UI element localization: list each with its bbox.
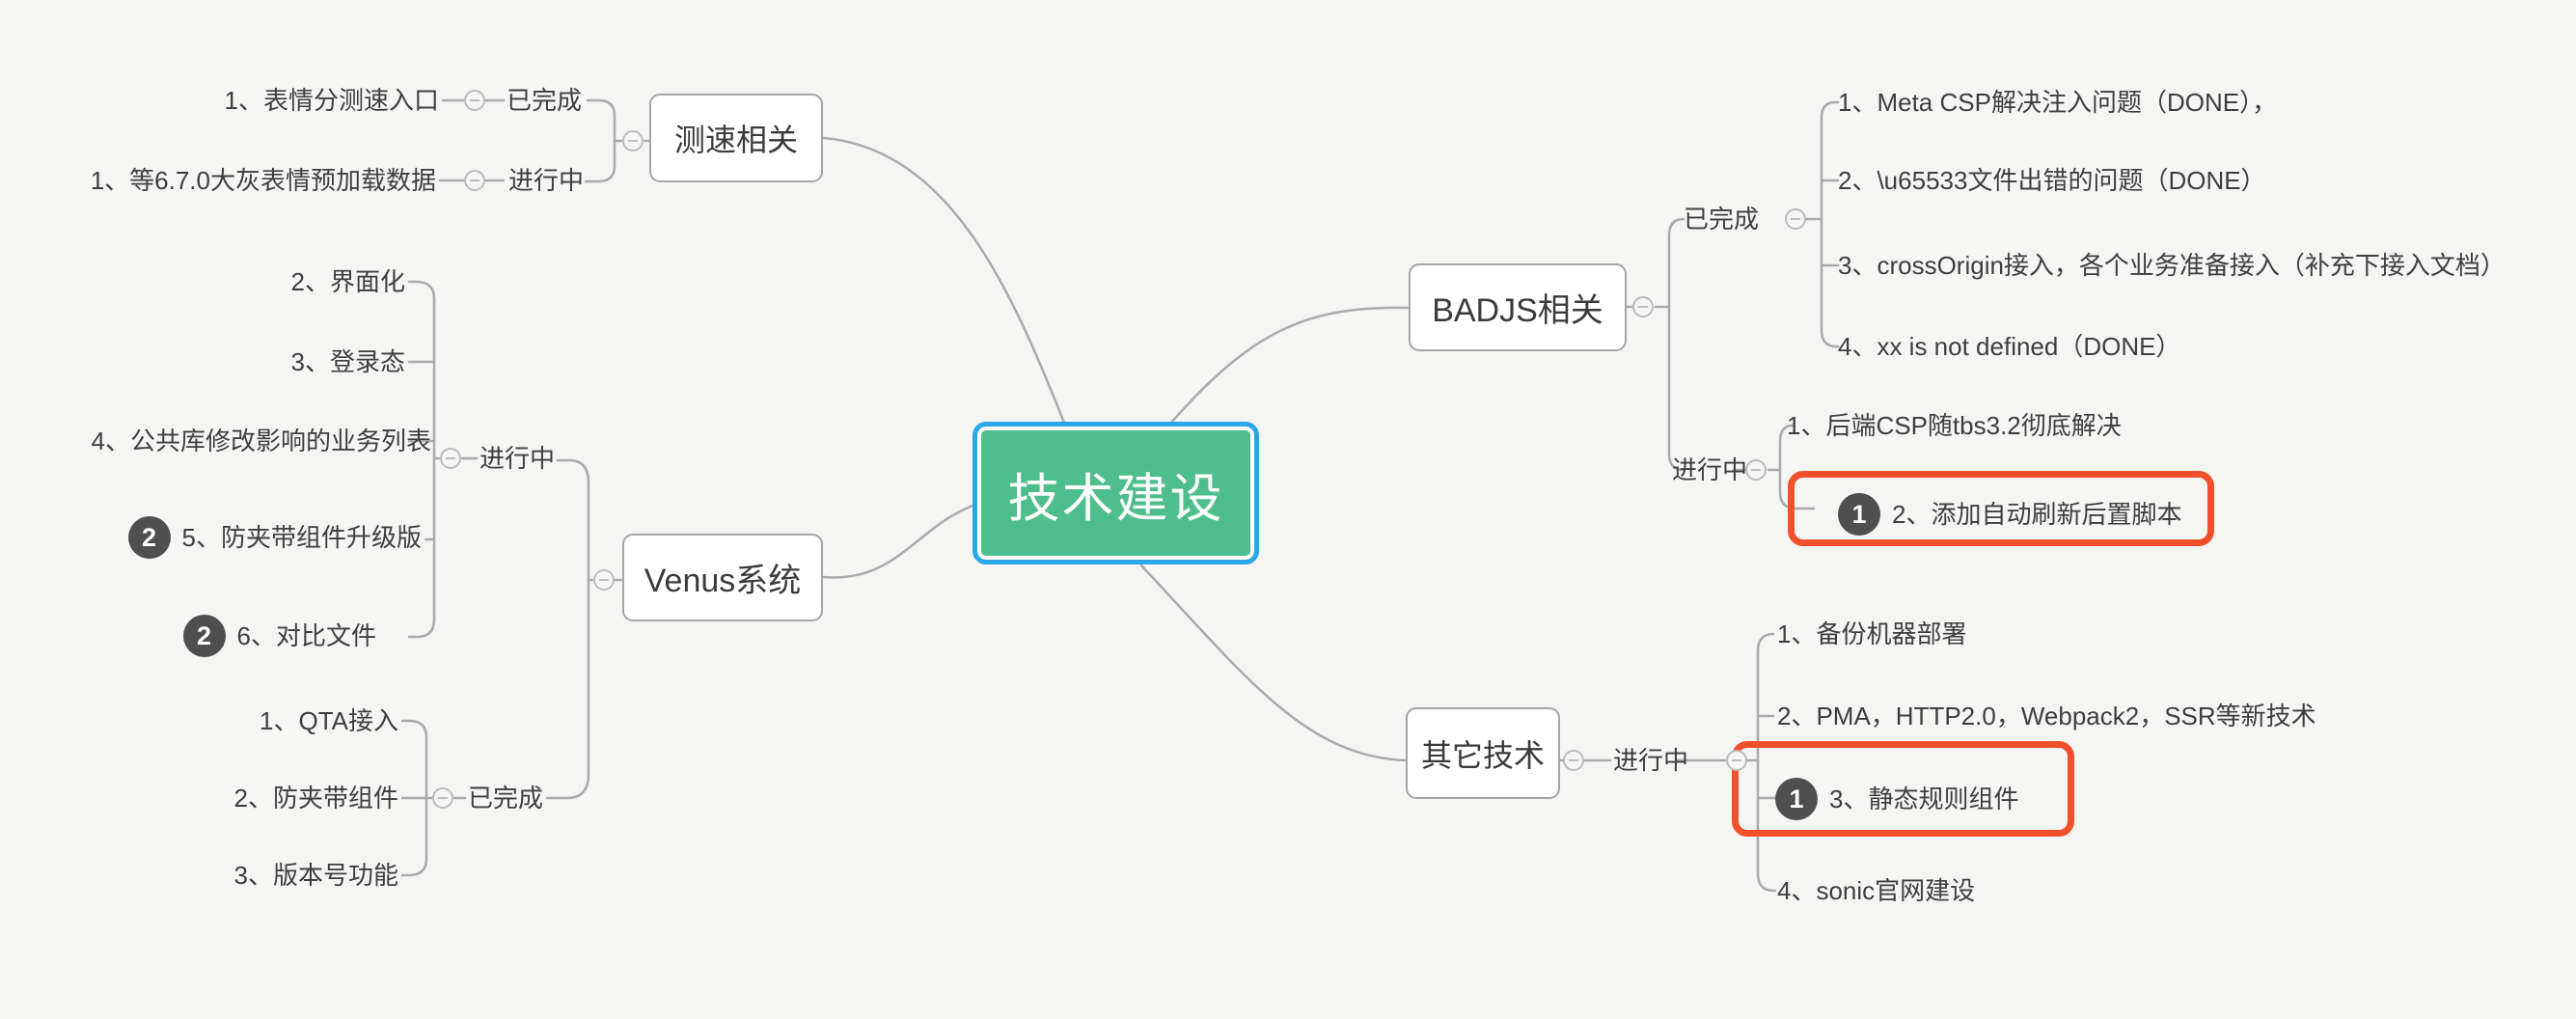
node-other-tech[interactable]: 其它技术	[1406, 707, 1560, 799]
label-done-venus[interactable]: 已完成	[468, 784, 544, 812]
collapse-toggle-icon[interactable]	[1632, 296, 1654, 317]
collapse-toggle-icon[interactable]	[432, 787, 453, 809]
topic-item-label: 3、静态规则组件	[1829, 785, 2019, 813]
collapse-toggle-icon[interactable]	[440, 448, 461, 469]
topic-item[interactable]: 3、crossOrigin接入，各个业务准备接入（补充下接入文档）	[1838, 251, 2506, 280]
collapse-toggle-icon[interactable]	[464, 90, 485, 111]
highlight-box-refresh-script	[1788, 471, 2214, 546]
topic-item[interactable]: 2、防夹带组件	[233, 784, 398, 812]
label-done-badjs[interactable]: 已完成	[1684, 205, 1760, 234]
topic-item[interactable]: 1、等6.7.0大灰表情预加载数据	[90, 166, 436, 195]
collapse-toggle-icon[interactable]	[1745, 459, 1767, 481]
collapse-toggle-icon[interactable]	[464, 170, 485, 191]
topic-item[interactable]: 1、Meta CSP解决注入问题（DONE），	[1838, 88, 2278, 117]
priority-badge: 2	[127, 516, 171, 559]
label-done-speed[interactable]: 已完成	[507, 86, 583, 115]
label-doing-venus[interactable]: 进行中	[480, 444, 556, 473]
priority-badge: 1	[1838, 493, 1880, 536]
priority-badge: 2	[182, 615, 226, 657]
priority-badge: 1	[1775, 778, 1818, 820]
topic-item[interactable]: 2 6、对比文件	[182, 615, 376, 657]
collapse-toggle-icon[interactable]	[593, 569, 615, 591]
topic-item[interactable]: 4、sonic官网建设	[1777, 876, 1976, 905]
node-badjs[interactable]: BADJS相关	[1409, 263, 1627, 351]
topic-item[interactable]: 2 5、防夹带组件升级版	[127, 516, 422, 559]
node-speed-test[interactable]: 测速相关	[649, 94, 823, 182]
topic-item[interactable]: 3、登录态	[290, 347, 405, 376]
topic-item[interactable]: 1、QTA接入	[260, 706, 398, 735]
topic-item-label: 2、添加自动刷新后置脚本	[1892, 500, 2182, 529]
collapse-toggle-icon[interactable]	[1785, 208, 1806, 230]
topic-item-label: 6、对比文件	[236, 621, 376, 650]
node-venus[interactable]: Venus系统	[622, 534, 823, 621]
topic-item[interactable]: 2、\u65533文件出错的问题（DONE）	[1838, 166, 2266, 195]
topic-item[interactable]: 1、后端CSP随tbs3.2彻底解决	[1787, 411, 2122, 440]
topic-item[interactable]: 4、公共库修改影响的业务列表	[91, 427, 431, 455]
topic-item[interactable]: 2、PMA，HTTP2.0，Webpack2，SSR等新技术	[1777, 702, 2316, 730]
label-doing-badjs[interactable]: 进行中	[1672, 455, 1748, 484]
highlight-box-static-rules	[1732, 741, 2074, 837]
label-doing-other[interactable]: 进行中	[1613, 746, 1689, 775]
topic-item[interactable]: 1、备份机器部署	[1777, 620, 1967, 648]
label-doing-speed[interactable]: 进行中	[508, 166, 585, 195]
collapse-toggle-icon[interactable]	[622, 130, 644, 151]
central-topic[interactable]: 技术建设	[973, 422, 1259, 565]
topic-item[interactable]: 4、xx is not defined（DONE）	[1838, 332, 2181, 361]
topic-item[interactable]: 3、版本号功能	[233, 861, 398, 890]
topic-item-label: 5、防夹带组件升级版	[181, 523, 422, 552]
topic-item[interactable]: 1 2、添加自动刷新后置脚本	[1838, 493, 2181, 536]
topic-item[interactable]: 1 3、静态规则组件	[1775, 778, 2018, 820]
topic-item[interactable]: 2、界面化	[290, 267, 405, 296]
collapse-toggle-icon[interactable]	[1726, 750, 1747, 771]
topic-item[interactable]: 1、表情分测速入口	[224, 86, 439, 115]
collapse-toggle-icon[interactable]	[1563, 750, 1584, 771]
